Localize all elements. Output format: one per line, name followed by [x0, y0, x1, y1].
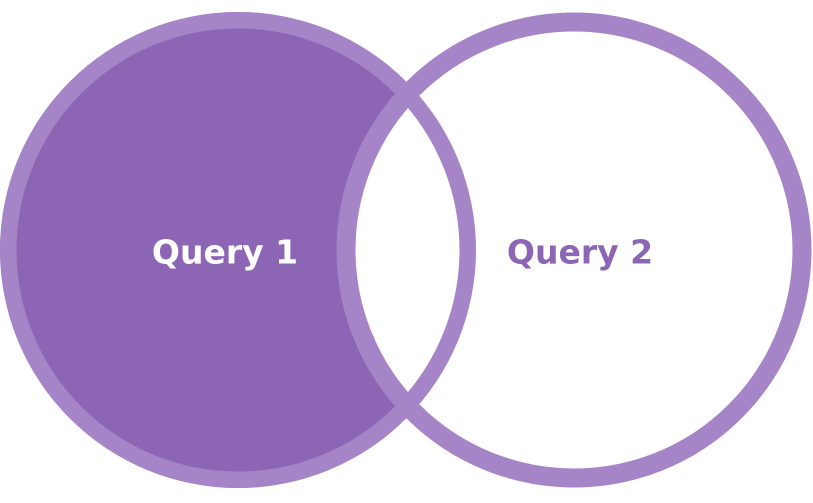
query-2-circle	[336, 12, 812, 488]
query-1-label: Query 1	[152, 233, 298, 272]
query-1-fill	[15, 27, 461, 473]
overlap-arc	[0, 12, 476, 488]
query-2-label: Query 2	[507, 233, 653, 272]
